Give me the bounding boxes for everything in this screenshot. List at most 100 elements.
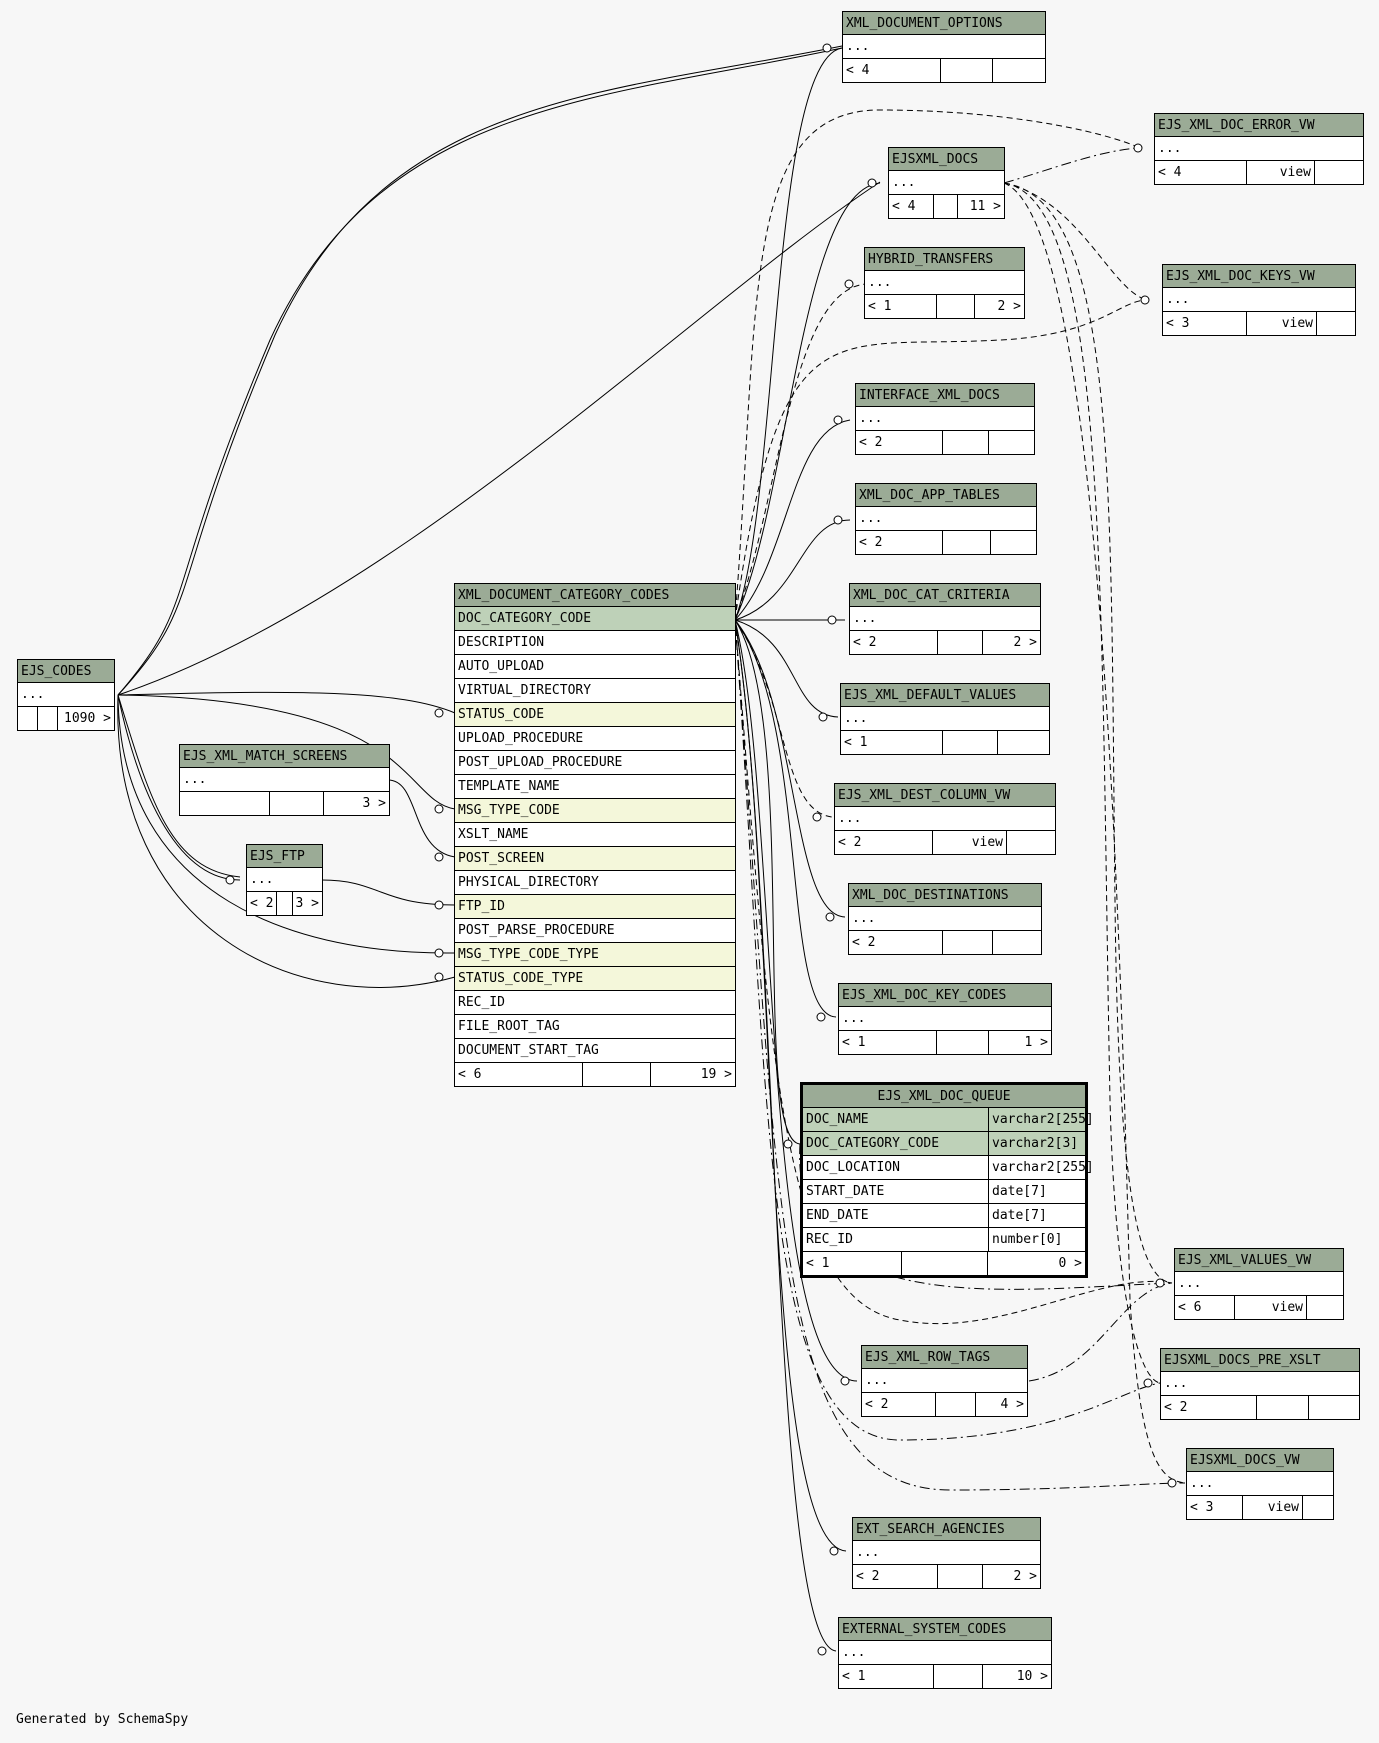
table-type [38,707,58,730]
table-title: EJS_XML_MATCH_SCREENS [180,745,389,768]
table-footer: < 4 [843,59,1045,82]
table-type [277,892,293,915]
table-title: XML_DOC_APP_TABLES [856,484,1036,507]
edge-ejs-codes-xml-document-options-b [117,45,843,696]
table-column: ... [865,271,1024,295]
child-count: 2 > [1013,635,1037,650]
table-title: XML_DOC_DESTINATIONS [849,884,1041,907]
edge-dcc-ejsxml-docs-vw [734,619,1186,1491]
child-count: 3 > [362,796,386,811]
table-type: view [1243,1496,1303,1519]
table-footer: 1090 > [18,707,114,730]
parent-count: < 1 [841,731,943,754]
table-ejs-codes[interactable]: EJS_CODES ... 1090 > [17,659,115,731]
table-type: view [1247,161,1315,184]
table-footer: < 2 [856,431,1034,454]
table-title: EJS_XML_ROW_TAGS [862,1346,1027,1369]
edge-dcc-hybrid-transfers [734,283,867,621]
edge-ejsxml-docs-keys-vw [1003,182,1148,301]
table-title: XML_DOC_CAT_CRITERIA [850,584,1040,607]
table-column: ... [862,1369,1027,1393]
edge-ejs-codes-status-code [117,691,456,714]
column-xslt-name: XSLT_NAME [455,823,735,847]
table-interface-xml-docs[interactable]: INTERFACE_XML_DOCS ... < 2 [855,383,1035,455]
parent-count [180,792,270,815]
table-ejs-xml-default-values[interactable]: EJS_XML_DEFAULT_VALUES ... < 1 [840,683,1050,755]
table-column: ... [850,607,1040,631]
edge-ejs-codes-ejsxml-docs [117,181,881,696]
parent-count [18,707,38,730]
table-ejs-xml-match-screens[interactable]: EJS_XML_MATCH_SCREENS ... 3 > [179,744,390,816]
table-type [270,792,324,815]
table-column: ... [1163,288,1355,312]
edge-dcc-ejsxml-docs [734,182,881,621]
child-count [998,731,1049,754]
table-type [902,1252,988,1275]
table-xml-doc-destinations[interactable]: XML_DOC_DESTINATIONS ... < 2 [848,883,1042,955]
table-footer: < 2 [849,931,1041,954]
edge-ejsxml-docs-pre-xslt [1003,182,1161,1384]
column-msg-type-code: MSG_TYPE_CODE [455,799,735,823]
table-xml-document-options[interactable]: XML_DOCUMENT_OPTIONS ... < 4 [842,11,1046,83]
column-type: varchar2[255] [988,1156,1094,1179]
column-type: varchar2[3] [988,1132,1078,1155]
parent-count: < 2 [856,431,943,454]
table-type [583,1063,651,1086]
table-ejsxml-docs-pre-xslt[interactable]: EJSXML_DOCS_PRE_XSLT ... < 2 [1160,1348,1360,1420]
child-count: 3 > [295,896,319,911]
table-title: EJS_XML_DEST_COLUMN_VW [835,784,1055,807]
parent-count: < 2 [835,831,933,854]
column-name: DOC_LOCATION [806,1160,900,1175]
table-type [943,431,989,454]
column-post-screen: POST_SCREEN [455,847,735,871]
table-type [943,931,993,954]
table-type [937,1031,989,1054]
edge-dcc-ejs-xml-values-vw [734,619,1173,1325]
edge-dcc-ejs-xml-doc-key-codes [734,619,837,1018]
parent-count: < 1 [865,295,937,318]
table-xml-doc-app-tables[interactable]: XML_DOC_APP_TABLES ... < 2 [855,483,1037,555]
edge-dcc-ejs-xml-row-tags [734,619,858,1382]
table-column: ... [18,683,114,707]
table-column: ... [853,1541,1040,1565]
table-title: EJS_XML_DOC_KEYS_VW [1163,265,1355,288]
edge-dcc-xml-doc-destinations [734,619,846,918]
table-title: HYBRID_TRANSFERS [865,248,1024,271]
table-title: EJSXML_DOCS [889,148,1004,171]
table-column: ... [1161,1372,1359,1396]
table-xml-document-category-codes[interactable]: XML_DOCUMENT_CATEGORY_CODES DOC_CATEGORY… [454,583,736,1087]
table-column: ... [856,507,1036,531]
table-type [941,59,993,82]
column-virtual-directory: VIRTUAL_DIRECTORY [455,679,735,703]
parent-count: < 1 [839,1031,937,1054]
table-column: ... [247,868,322,892]
parent-count: < 3 [1187,1496,1243,1519]
table-title: EXTERNAL_SYSTEM_CODES [839,1618,1051,1641]
table-column: ... [180,768,389,792]
